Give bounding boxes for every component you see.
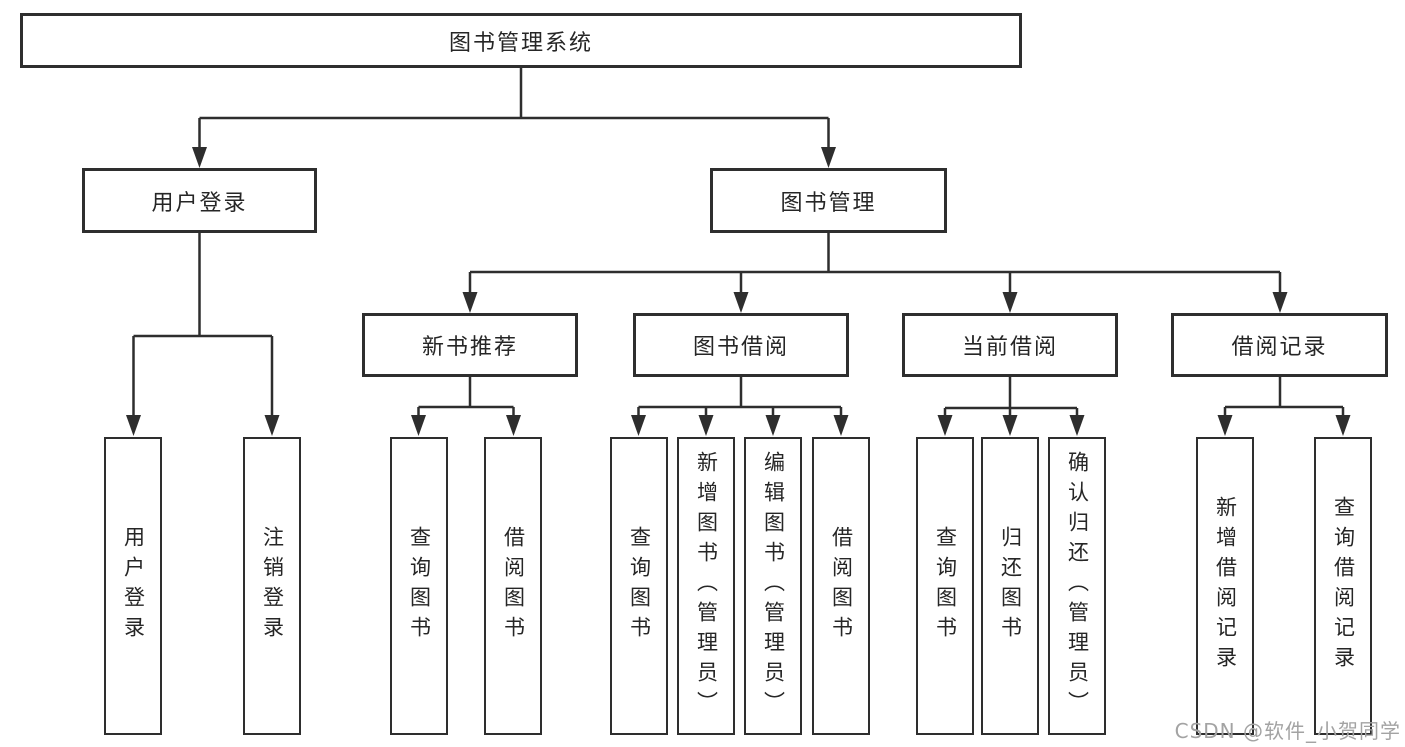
node-leaf-query-books-1: 查询图书 <box>390 437 448 735</box>
arrowheads <box>126 147 1351 436</box>
node-root: 图书管理系统 <box>20 13 1022 68</box>
node-leaf-borrow-books-1: 借阅图书 <box>484 437 542 735</box>
node-label: 借阅图书 <box>501 526 526 646</box>
node-leaf-borrow-books-2: 借阅图书 <box>812 437 870 735</box>
node-leaf-query-borrow-record: 查询借阅记录 <box>1314 437 1372 735</box>
node-label: 注销登录 <box>260 526 285 646</box>
node-book-management: 图书管理 <box>710 168 947 233</box>
node-leaf-user-login: 用户登录 <box>104 437 162 735</box>
node-leaf-edit-books-admin: 编辑图书（管理员） <box>744 437 802 735</box>
node-leaf-query-books-2: 查询图书 <box>610 437 668 735</box>
node-leaf-confirm-return-admin: 确认归还（管理员） <box>1048 437 1106 735</box>
node-label: 归还图书 <box>998 526 1023 646</box>
node-label: 图书管理 <box>780 190 877 216</box>
node-leaf-logout: 注销登录 <box>243 437 301 735</box>
node-label: 编辑图书（管理员） <box>761 451 786 721</box>
node-label: 用户登录 <box>151 190 248 216</box>
node-label: 图书管理系统 <box>448 30 593 56</box>
node-book-borrow: 图书借阅 <box>633 313 849 377</box>
node-label: 新增图书（管理员） <box>694 451 719 721</box>
node-leaf-return-books: 归还图书 <box>981 437 1039 735</box>
node-label: 确认归还（管理员） <box>1065 451 1090 721</box>
node-label: 新增借阅记录 <box>1213 496 1238 676</box>
node-new-book-recommend: 新书推荐 <box>362 313 578 377</box>
node-label: 当前借阅 <box>961 335 1058 360</box>
node-label: 查询图书 <box>627 526 652 646</box>
node-label: 借阅图书 <box>829 526 854 646</box>
watermark: CSDN @软件_小贺同学 <box>1174 719 1401 743</box>
node-label: 新书推荐 <box>421 335 518 360</box>
node-current-borrow: 当前借阅 <box>902 313 1118 377</box>
node-label: 查询图书 <box>933 526 958 646</box>
node-label: 查询图书 <box>407 526 432 646</box>
node-borrow-record: 借阅记录 <box>1171 313 1388 377</box>
node-label: 借阅记录 <box>1231 335 1328 360</box>
node-leaf-add-borrow-record: 新增借阅记录 <box>1196 437 1254 735</box>
node-user-login: 用户登录 <box>82 168 317 233</box>
connector-lines <box>132 68 1345 421</box>
node-label: 查询借阅记录 <box>1331 496 1356 676</box>
node-label: 图书借阅 <box>692 335 789 360</box>
node-label: 用户登录 <box>121 526 146 646</box>
node-leaf-add-books-admin: 新增图书（管理员） <box>677 437 735 735</box>
node-leaf-query-books-3: 查询图书 <box>916 437 974 735</box>
